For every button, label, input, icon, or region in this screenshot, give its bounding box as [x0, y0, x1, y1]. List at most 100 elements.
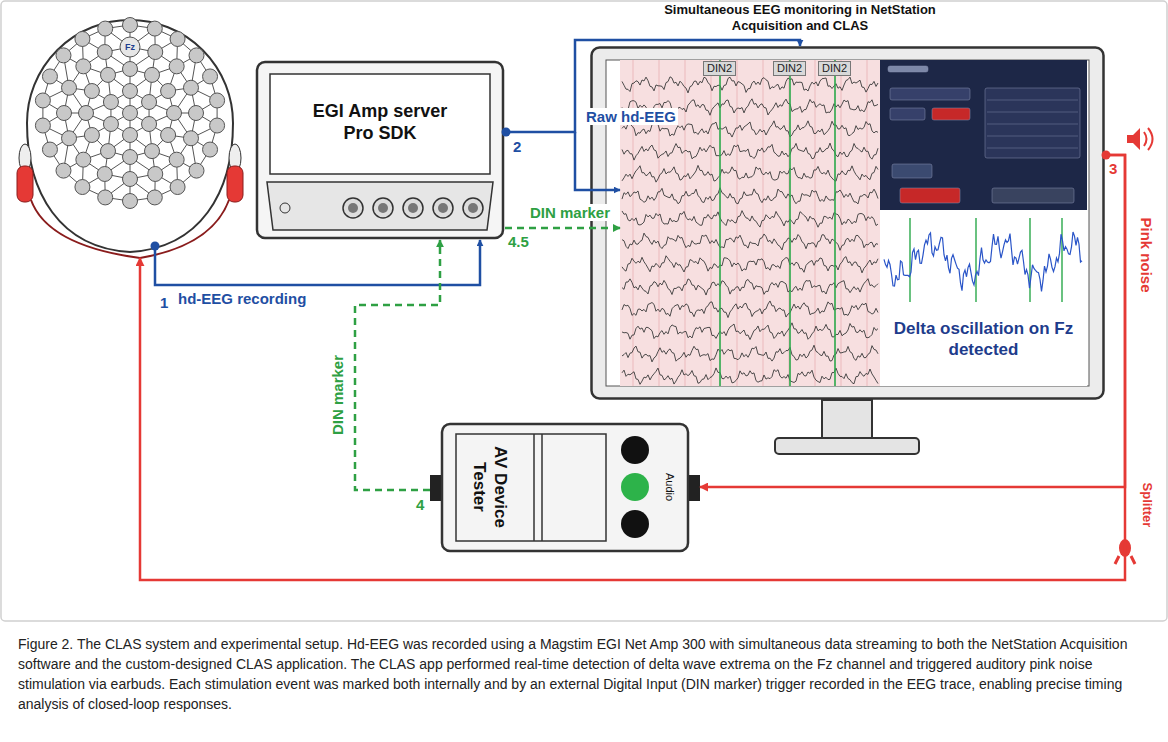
- ui-control: [985, 88, 1080, 158]
- monitor: Simultaneous EEG monitoring in NetStatio…: [590, 46, 1105, 400]
- electrode: [147, 21, 162, 36]
- electrode: [161, 128, 176, 143]
- amp-server: EGI Amp server Pro SDK: [255, 60, 505, 240]
- plot-marker: [1029, 218, 1030, 302]
- electrode: [142, 95, 157, 110]
- electrode: [161, 84, 176, 99]
- signal-connector: [355, 240, 440, 490]
- node-text: EGI Amp server Pro SDK: [300, 100, 460, 144]
- electrode: [76, 152, 91, 167]
- grid-line: [815, 60, 816, 386]
- electrode: [98, 21, 113, 36]
- callout-number: 1: [160, 294, 168, 311]
- ui-control: [892, 164, 932, 178]
- jack-core: [468, 203, 478, 213]
- jacks: [343, 198, 483, 218]
- callout-number: 3: [1109, 160, 1117, 177]
- clas-ui: [880, 60, 1087, 210]
- electrode: [62, 80, 77, 95]
- electrode: [123, 62, 138, 77]
- electrode: [189, 163, 204, 178]
- amp-panel: [267, 182, 493, 230]
- speaker-icon: [1127, 128, 1140, 150]
- eeg-trace: [622, 188, 878, 204]
- earbud: [17, 166, 33, 202]
- electrode: [145, 144, 160, 159]
- electrode: [97, 166, 112, 181]
- node-text: Fz: [118, 41, 142, 53]
- grid-line: [711, 60, 712, 386]
- edge-label: hd-EEG recording: [178, 290, 306, 307]
- electrode: [56, 163, 71, 178]
- jack: [463, 198, 483, 218]
- electrode: [167, 106, 182, 121]
- electrode: [189, 48, 204, 63]
- electrode: [103, 95, 118, 110]
- electrode: [76, 59, 91, 74]
- tester-panel: [456, 434, 606, 541]
- plot-marker: [1061, 218, 1062, 302]
- figure-frame: [1, 1, 1167, 621]
- eeg-trace: [622, 345, 878, 362]
- grid-line: [763, 60, 764, 386]
- electrode: [123, 128, 138, 143]
- tester-button: [621, 436, 649, 464]
- electrode: [123, 194, 138, 209]
- jack: [433, 198, 453, 218]
- eeg-trace: [622, 233, 878, 250]
- delta-trace: [884, 232, 1082, 291]
- electrode: [101, 67, 116, 82]
- electrode: [75, 180, 90, 195]
- electrode: [210, 93, 225, 108]
- head-outline: [27, 20, 233, 252]
- screen: [606, 60, 1089, 386]
- eeg-lead-dot: [151, 242, 160, 251]
- ui-control: [890, 88, 970, 100]
- electrode: [169, 59, 184, 74]
- din-marker-tag: DIN2: [818, 61, 851, 76]
- electrode: [56, 48, 71, 63]
- jack: [403, 198, 423, 218]
- edge-label: Raw hd-EEG: [584, 108, 678, 125]
- earbud-wire: [140, 200, 229, 258]
- callout-number: 4.5: [508, 233, 529, 250]
- callout-number: 4: [416, 496, 424, 513]
- amp-housing: [257, 62, 503, 238]
- plot-marker: [909, 218, 910, 302]
- din-line: [789, 60, 791, 386]
- clas-panel: Delta oscillation on Fz detected: [880, 60, 1087, 386]
- eeg-trace: [622, 279, 878, 295]
- electrode: [123, 18, 138, 33]
- electrode: [148, 166, 163, 181]
- ui-control: [890, 108, 925, 120]
- electrode: [183, 80, 198, 95]
- edge-label: DIN marker: [528, 204, 612, 221]
- node-text: Simultaneous EEG monitoring in NetStatio…: [660, 2, 940, 34]
- eeg-trace: [622, 211, 878, 228]
- eeg-trace: [622, 323, 878, 340]
- tester-button: [621, 473, 649, 501]
- electrode: [147, 190, 162, 205]
- jack-core: [378, 203, 388, 213]
- din-line: [719, 60, 721, 386]
- monitor-bezel: [592, 48, 1104, 399]
- electrode: [84, 84, 99, 99]
- eeg-trace: [622, 368, 878, 384]
- din-marker-tag: DIN2: [703, 61, 736, 76]
- signal-connector: [505, 227, 620, 230]
- ui-control: [900, 188, 960, 203]
- electrode: [148, 45, 163, 60]
- electrode: [189, 106, 204, 121]
- jack: [373, 198, 393, 218]
- electrode: [170, 31, 185, 46]
- electrode: [35, 93, 50, 108]
- plot-marker: [975, 218, 976, 302]
- electrode: [57, 106, 72, 121]
- electrode: [183, 131, 198, 146]
- jack-core: [438, 203, 448, 213]
- din-marker-tag: DIN2: [773, 61, 806, 76]
- electrode: [142, 117, 157, 132]
- tester-slot: [541, 434, 543, 541]
- table-row: [987, 136, 1078, 137]
- electrode: [84, 128, 99, 143]
